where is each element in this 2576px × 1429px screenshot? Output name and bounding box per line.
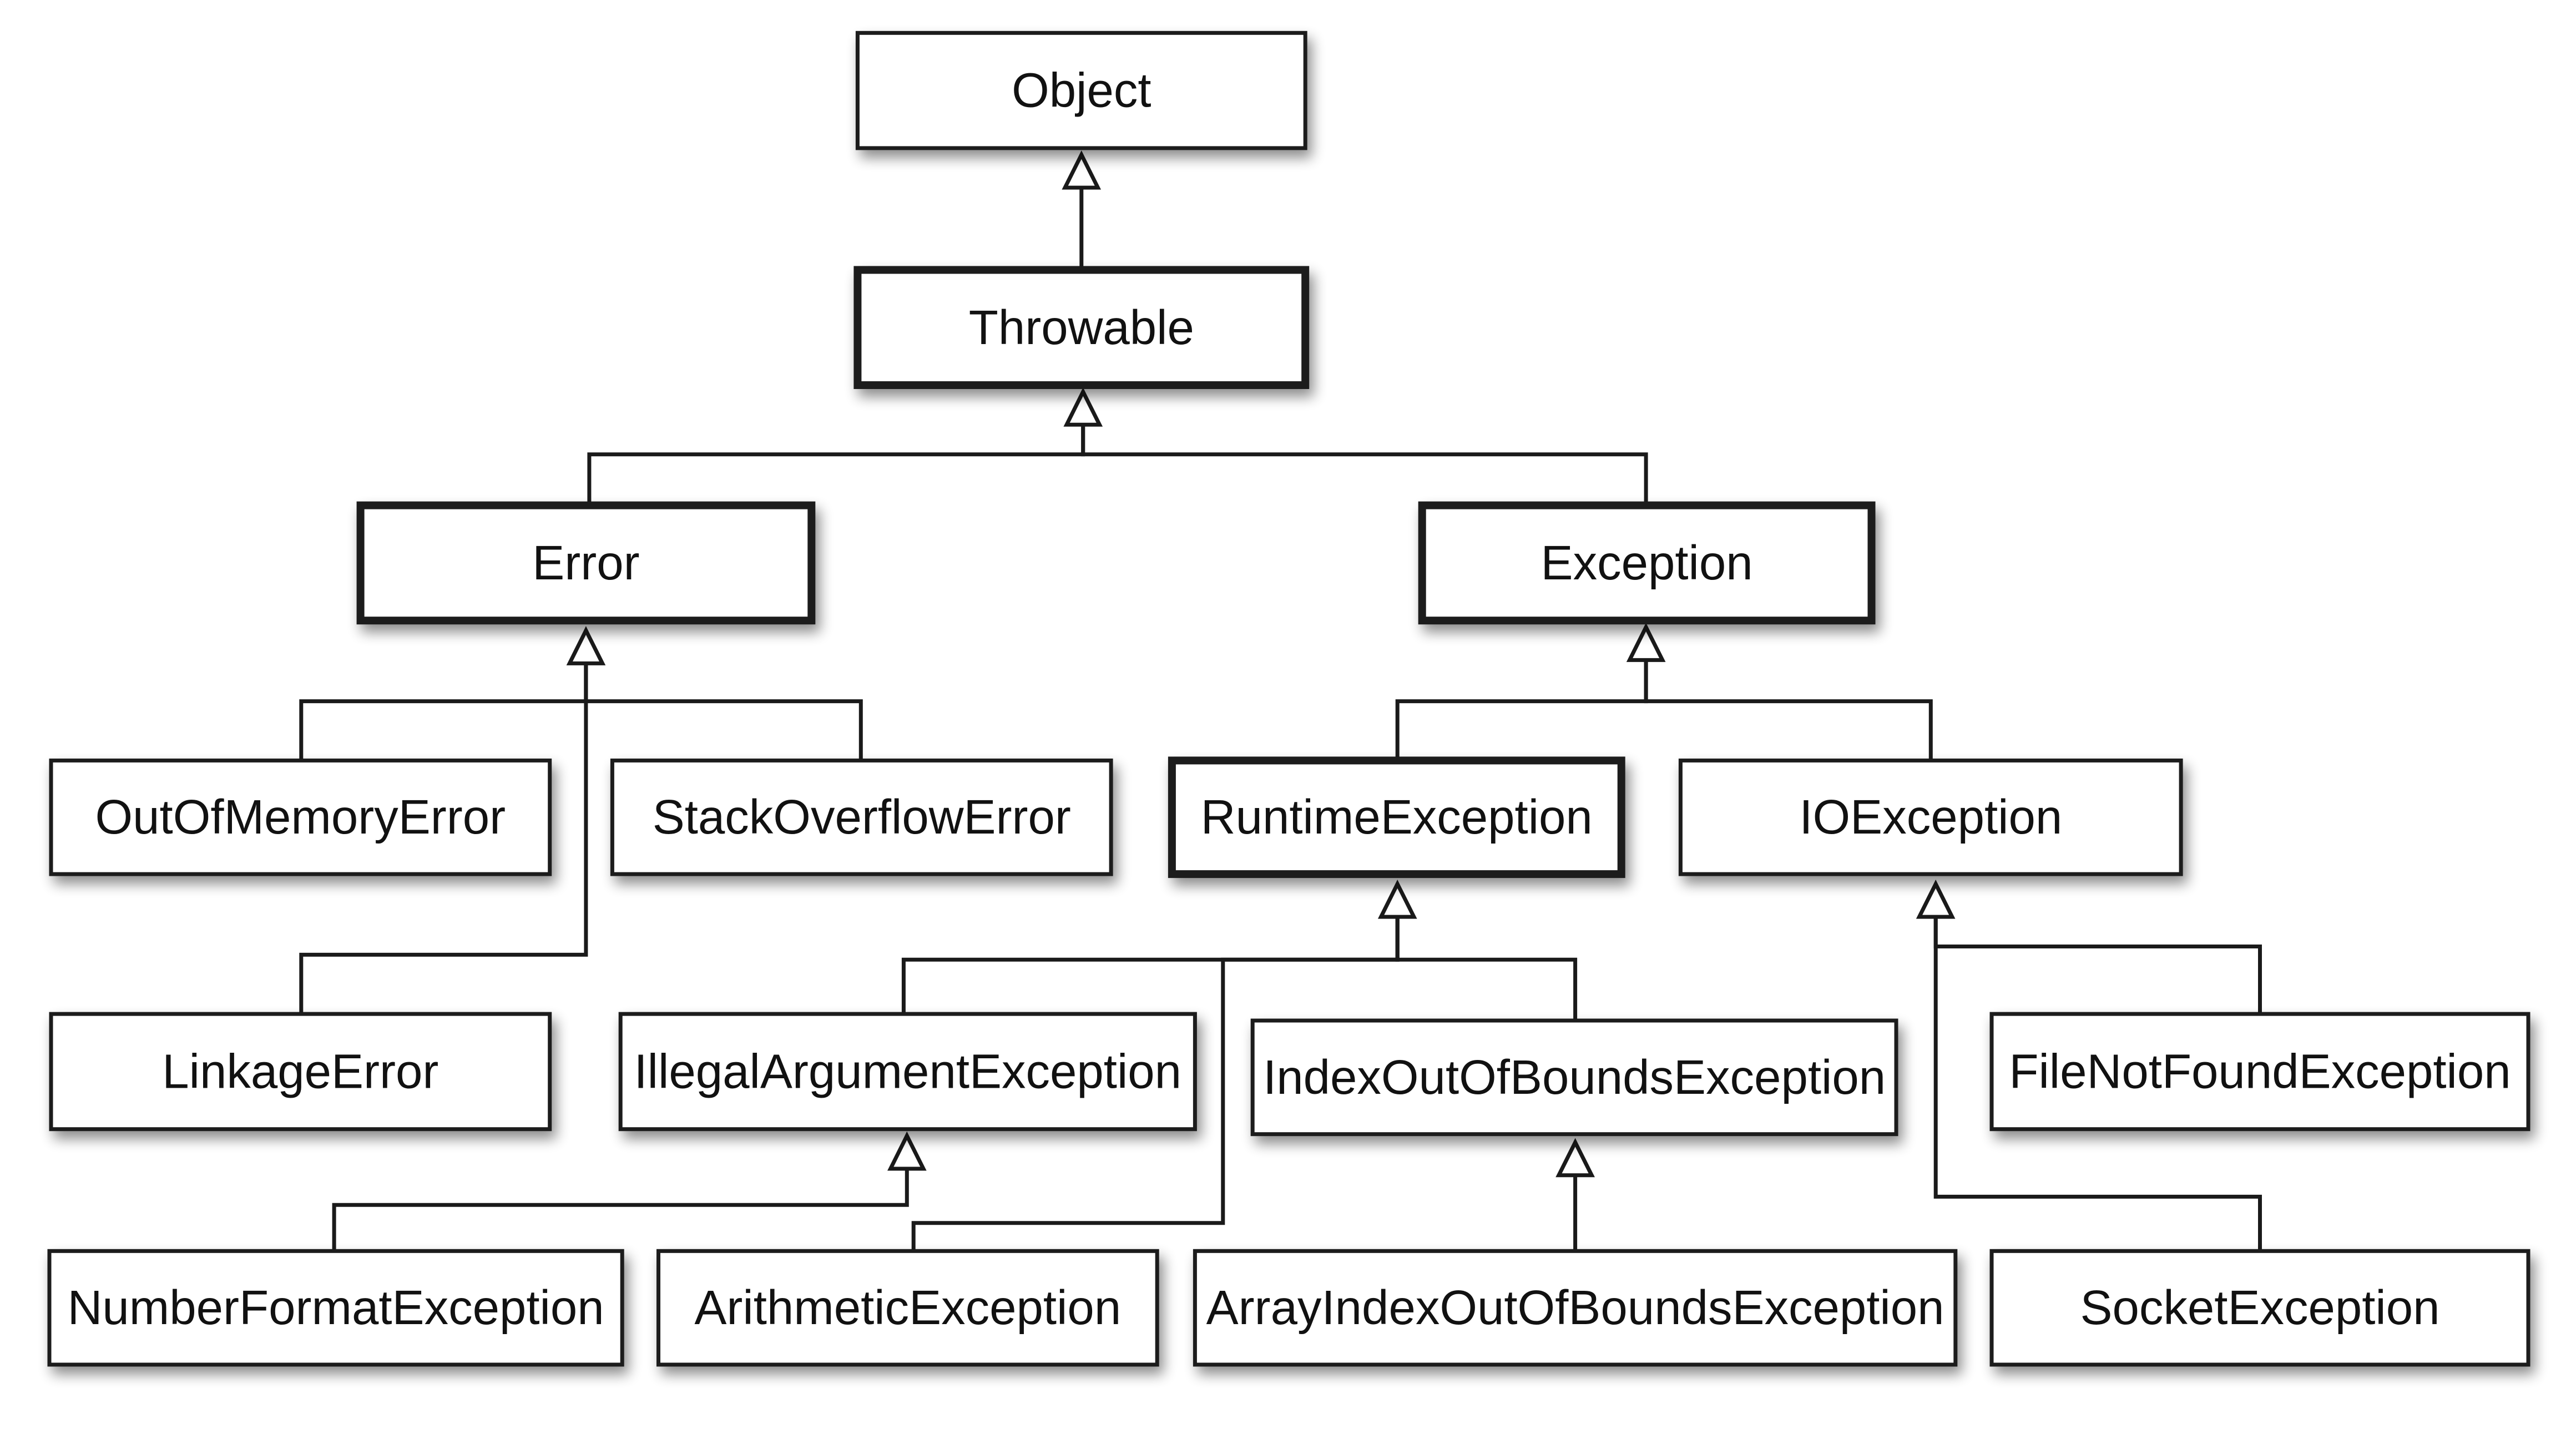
- class-name-label: OutOfMemoryError: [95, 790, 506, 844]
- connector-error-to-throwable: [587, 419, 1085, 508]
- class-name-label: FileNotFoundException: [2009, 1045, 2511, 1099]
- class-box-throwable: Throwable: [853, 266, 1310, 389]
- generalization-arrowhead-icon: [1377, 879, 1417, 919]
- class-name-label: LinkageError: [162, 1045, 438, 1099]
- class-box-frame: [610, 758, 1113, 876]
- class-name-label: ArrayIndexOutOfBoundsException: [1206, 1281, 1944, 1335]
- class-box-illegal-argument-exception: IllegalArgumentException: [618, 1012, 1197, 1132]
- class-box-runtime-exception: RuntimeException: [1168, 756, 1625, 878]
- class-box-frame: [49, 1012, 552, 1132]
- class-box-arithmetic-exception: ArithmeticException: [656, 1249, 1159, 1367]
- inheritance-connectors: [299, 179, 2262, 1253]
- class-name-label: IndexOutOfBoundsException: [1263, 1051, 1886, 1104]
- class-name-label: Exception: [1541, 536, 1753, 590]
- connector-exception-to-throwable: [1081, 419, 1648, 508]
- generalization-arrowhead-icon: [1063, 387, 1103, 427]
- class-box-exception: Exception: [1418, 501, 1876, 625]
- class-box-frame: [656, 1249, 1159, 1367]
- generalization-arrowhead-icon: [1555, 1138, 1595, 1178]
- generalization-arrowhead-icon: [1062, 150, 1102, 190]
- generalization-arrowhead-icon: [887, 1131, 927, 1171]
- class-box-frame: [1418, 501, 1876, 625]
- connector-stack-overflow-error-to-error: [584, 658, 863, 763]
- connector-number-format-exception-to-illegal-argument-exception: [332, 1167, 909, 1253]
- class-box-io-exception: IOException: [1678, 758, 2183, 876]
- class-name-label: ArithmeticException: [694, 1281, 1121, 1335]
- generalization-arrowhead-icon: [1626, 623, 1666, 662]
- class-name-label: Throwable: [969, 301, 1194, 355]
- connector-index-out-of-bounds-exception-to-runtime-exception: [1395, 913, 1578, 1023]
- class-name-label: StackOverflowError: [653, 790, 1071, 844]
- class-name-label: Error: [532, 536, 639, 590]
- generalization-arrowhead-icon: [566, 626, 606, 665]
- class-box-frame: [49, 758, 552, 876]
- class-box-frame: [1250, 1018, 1898, 1137]
- connector-runtime-exception-to-exception: [1395, 658, 1648, 763]
- connector-illegal-argument-exception-to-runtime-exception: [901, 913, 1400, 1016]
- class-box-frame: [618, 1012, 1197, 1132]
- class-box-out-of-memory-error: OutOfMemoryError: [49, 758, 552, 876]
- class-box-frame: [855, 31, 1307, 150]
- class-box-frame: [853, 266, 1310, 389]
- class-box-frame: [356, 501, 816, 625]
- connector-arithmetic-exception-to-runtime-exception: [911, 913, 1400, 1253]
- generalization-arrowhead-icon: [1916, 879, 1956, 919]
- class-box-frame: [1193, 1249, 1958, 1367]
- class-name-label: NumberFormatException: [68, 1281, 604, 1335]
- class-box-array-index-out-of-bounds-exception: ArrayIndexOutOfBoundsException: [1193, 1249, 1958, 1367]
- class-box-frame: [1989, 1249, 2530, 1367]
- class-box-frame: [47, 1249, 624, 1367]
- class-box-object: Object: [855, 31, 1307, 150]
- class-box-linkage-error: LinkageError: [49, 1012, 552, 1132]
- class-box-frame: [1989, 1012, 2530, 1132]
- class-name-label: IllegalArgumentException: [634, 1045, 1182, 1099]
- class-box-file-not-found-exception: FileNotFoundException: [1989, 1012, 2530, 1132]
- class-box-frame: [1678, 758, 2183, 876]
- class-box-number-format-exception: NumberFormatException: [47, 1249, 624, 1367]
- class-name-label: SocketException: [2080, 1281, 2439, 1335]
- class-name-label: IOException: [1799, 790, 2062, 844]
- class-box-index-out-of-bounds-exception: IndexOutOfBoundsException: [1250, 1018, 1898, 1137]
- class-box-error: Error: [356, 501, 816, 625]
- class-box-stack-overflow-error: StackOverflowError: [610, 758, 1113, 876]
- class-name-label: Object: [1012, 64, 1151, 118]
- connector-io-exception-to-exception: [1644, 658, 1933, 763]
- class-box-frame: [1168, 756, 1625, 878]
- connector-file-not-found-exception-to-io-exception: [1933, 913, 2262, 1016]
- connector-socket-exception-to-io-exception: [1933, 913, 2262, 1253]
- class-box-socket-exception: SocketException: [1989, 1249, 2530, 1367]
- connector-linkage-error-to-error: [299, 658, 588, 1016]
- connector-out-of-memory-error-to-error: [299, 658, 588, 763]
- inheritance-arrowheads: [566, 150, 1956, 1178]
- class-name-label: RuntimeException: [1201, 790, 1593, 844]
